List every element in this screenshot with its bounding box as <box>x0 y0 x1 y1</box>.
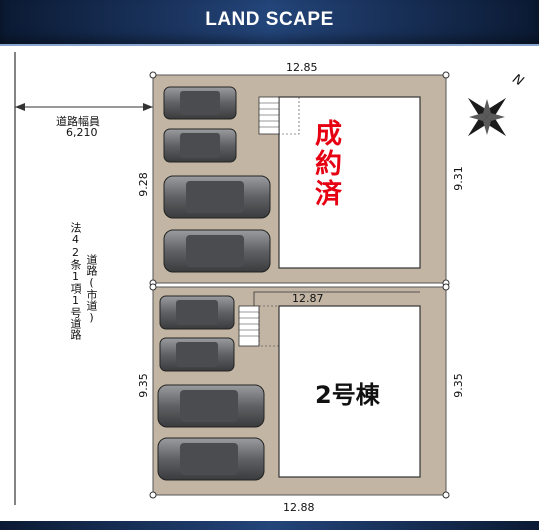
lot-1-dim-top: 12.85 <box>286 61 318 74</box>
car-roof <box>176 342 218 367</box>
car-roof <box>186 235 244 267</box>
car-roof <box>180 133 220 158</box>
lot-2-dim-left: 9.35 <box>136 373 150 398</box>
lot-1-dim-left: 9.28 <box>136 172 150 197</box>
lot-1-dim-right: 9.31 <box>451 166 465 191</box>
lot-1-parking <box>163 86 271 273</box>
boundary-markers <box>149 71 450 499</box>
car-roof <box>176 300 218 325</box>
footer-bar <box>0 521 539 530</box>
lot-2-stair-lines <box>239 311 259 337</box>
lot-1-porch <box>278 96 300 135</box>
car-roof <box>180 390 238 422</box>
header-banner: LAND SCAPE <box>0 0 539 46</box>
lot-2-porch <box>258 305 280 347</box>
lot-2-label: 2号棟 <box>315 381 380 409</box>
lot-1-stair-lines <box>259 102 279 128</box>
lot-1-house <box>278 96 421 269</box>
lot-2-flagpole-boundary <box>253 291 420 306</box>
lot-1-status: 成約済 <box>310 119 341 209</box>
road-width-arrow-left <box>15 103 25 111</box>
car-roof <box>180 443 238 475</box>
lot-1-stairs <box>258 96 280 135</box>
road-width-arrow-right <box>143 103 153 111</box>
road-legal-type: 法42条1項1号道路 <box>69 222 82 340</box>
road-classification: 道路(市道) <box>85 254 98 324</box>
page-title: LAND SCAPE <box>205 9 334 30</box>
car-roof <box>180 91 220 115</box>
road-width-value: 6,210 <box>66 126 98 139</box>
lot-2-parking <box>157 295 265 481</box>
lot-2-dim-right: 9.35 <box>451 373 465 398</box>
lot-2-dim-top: 12.87 <box>292 292 324 305</box>
compass-icon <box>467 97 507 137</box>
car-roof <box>186 181 244 213</box>
lot-2-dim-bottom: 12.88 <box>283 501 315 514</box>
lot-2-house <box>278 305 421 478</box>
road-width-label: 道路幅員 <box>56 115 100 128</box>
